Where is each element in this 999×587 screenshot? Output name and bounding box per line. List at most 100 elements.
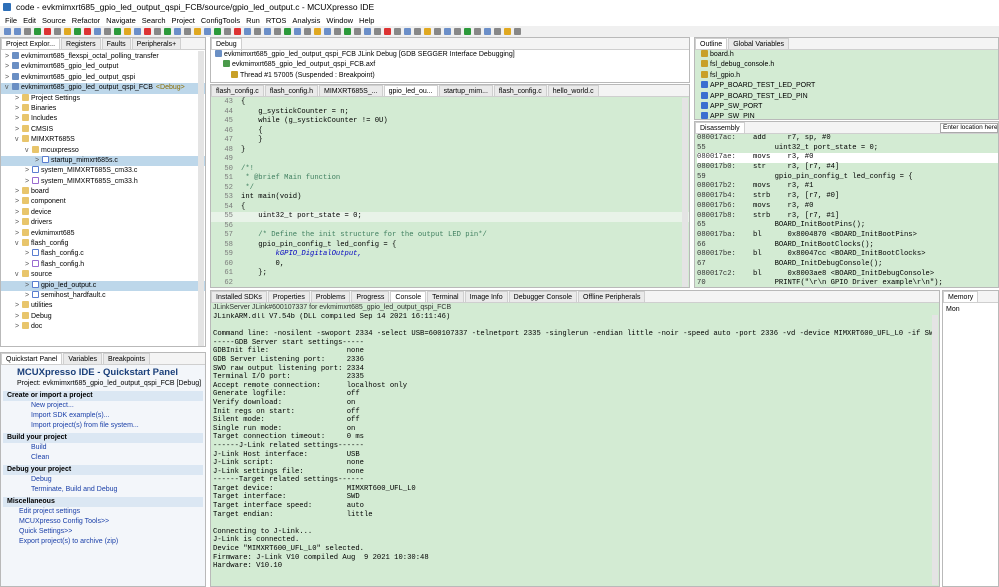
expand-arrow-icon[interactable]: > xyxy=(25,281,30,289)
tree-item[interactable]: >evkmimxrt685 xyxy=(1,228,205,239)
toolbar-action-icon[interactable] xyxy=(234,28,241,35)
quickstart-link[interactable]: Clean xyxy=(31,454,50,461)
menu-search[interactable]: Search xyxy=(141,15,166,25)
tab-disassembly[interactable]: Disassembly xyxy=(695,122,745,133)
tab-outline-1[interactable]: Global Variables xyxy=(728,38,790,49)
tree-item[interactable]: >Debug xyxy=(1,311,205,322)
toolbar-action-icon[interactable] xyxy=(184,28,191,35)
toolbar-action-icon[interactable] xyxy=(274,28,281,35)
toolbar-action-icon[interactable] xyxy=(144,28,151,35)
tree-item[interactable]: >flash_config.c xyxy=(1,249,205,259)
expand-arrow-icon[interactable]: > xyxy=(15,125,20,133)
toolbar-action-icon[interactable] xyxy=(324,28,331,35)
tree-item[interactable]: >startup_mimxrt685s.c xyxy=(1,155,205,167)
toolbar-action-icon[interactable] xyxy=(294,28,301,35)
menu-edit[interactable]: Edit xyxy=(23,15,37,25)
toolbar-action-icon[interactable] xyxy=(4,28,11,35)
menu-analysis[interactable]: Analysis xyxy=(292,15,321,25)
menu-rtos[interactable]: RTOS xyxy=(265,15,287,25)
tree-scrollbar[interactable] xyxy=(198,51,204,346)
tab-editor-0[interactable]: flash_config.c xyxy=(211,85,264,96)
quickstart-link[interactable]: Import project(s) from file system... xyxy=(31,422,139,429)
tree-item[interactable]: >Includes xyxy=(1,114,205,124)
expand-arrow-icon[interactable]: > xyxy=(15,229,20,237)
tab-console-6[interactable]: Image Info xyxy=(464,291,508,302)
tab-quickstart-2[interactable]: Breakpoints xyxy=(103,353,150,364)
expand-arrow-icon[interactable]: > xyxy=(15,302,20,310)
toolbar-action-icon[interactable] xyxy=(284,28,291,35)
debug-tree-item[interactable]: evkmimxrt685_gpio_led_output_qspi_FCB JL… xyxy=(215,50,689,60)
tab-console-2[interactable]: Problems xyxy=(310,291,351,302)
expand-arrow-icon[interactable]: > xyxy=(15,104,20,112)
toolbar-action-icon[interactable] xyxy=(404,28,411,35)
expand-arrow-icon[interactable]: > xyxy=(5,63,10,71)
tab-console-7[interactable]: Debugger Console xyxy=(508,291,578,302)
collapse-arrow-icon[interactable]: v xyxy=(15,136,19,144)
tree-item[interactable]: >system_MIMXRT685S_cm33.c xyxy=(1,166,205,176)
toolbar-action-icon[interactable] xyxy=(54,28,61,35)
quickstart-link[interactable]: Build xyxy=(31,444,47,451)
outline-item[interactable]: APP_SW_PIN xyxy=(701,112,998,119)
outline-item[interactable]: fsl_debug_console.h xyxy=(701,60,998,70)
outline-item[interactable]: APP_BOARD_TEST_LED_PORT xyxy=(701,81,998,91)
tree-item[interactable]: >Project Settings xyxy=(1,93,205,104)
quickstart-link[interactable]: MCUXpresso Config Tools>> xyxy=(19,518,110,525)
tab-console-3[interactable]: Progress xyxy=(351,291,390,302)
menu-navigate[interactable]: Navigate xyxy=(106,15,136,25)
toolbar-action-icon[interactable] xyxy=(174,28,181,35)
tab-left-1[interactable]: Registers xyxy=(61,38,101,49)
toolbar-action-icon[interactable] xyxy=(34,28,41,35)
expand-arrow-icon[interactable]: > xyxy=(15,219,20,227)
toolbar-action-icon[interactable] xyxy=(364,28,371,35)
disassembly-location-input[interactable]: Enter location here xyxy=(940,123,998,133)
toolbar-action-icon[interactable] xyxy=(84,28,91,35)
toolbar-action-icon[interactable] xyxy=(164,28,171,35)
tree-item[interactable]: >component xyxy=(1,197,205,207)
toolbar-action-icon[interactable] xyxy=(394,28,401,35)
toolbar-action-icon[interactable] xyxy=(434,28,441,35)
debug-tree-item[interactable]: evkmimxrt685_gpio_led_output_qspi_FCB.ax… xyxy=(215,60,689,70)
expand-arrow-icon[interactable]: > xyxy=(15,198,20,206)
expand-arrow-icon[interactable]: > xyxy=(5,73,10,81)
outline-item[interactable]: APP_SW_PORT xyxy=(701,101,998,112)
toolbar-action-icon[interactable] xyxy=(224,28,231,35)
collapse-arrow-icon[interactable]: v xyxy=(15,271,19,279)
tab-editor-5[interactable]: flash_config.c xyxy=(493,85,547,96)
editor-scrollbar[interactable] xyxy=(682,98,688,287)
toolbar-action-icon[interactable] xyxy=(214,28,221,35)
toolbar-action-icon[interactable] xyxy=(464,28,471,35)
tree-item[interactable]: >utilities xyxy=(1,301,205,311)
tab-debug[interactable]: Debug xyxy=(211,38,242,49)
outline-item[interactable]: APP_BOARD_TEST_LED_PIN xyxy=(701,91,998,102)
quickstart-link[interactable]: New project... xyxy=(31,402,74,409)
tree-item[interactable]: >evkmimxrt685_flexspi_octal_polling_tran… xyxy=(1,52,205,62)
tab-console-1[interactable]: Properties xyxy=(267,291,310,302)
menu-window[interactable]: Window xyxy=(326,15,354,25)
tree-item[interactable]: >evkmimxrt685_gpio_led_output xyxy=(1,62,205,72)
quickstart-link[interactable]: Debug xyxy=(31,476,52,483)
tree-item[interactable]: >Binaries xyxy=(1,103,205,114)
quickstart-link[interactable]: Terminate, Build and Debug xyxy=(31,486,118,493)
toolbar-action-icon[interactable] xyxy=(314,28,321,35)
toolbar-action-icon[interactable] xyxy=(504,28,511,35)
toolbar-action-icon[interactable] xyxy=(334,28,341,35)
tab-editor-6[interactable]: hello_world.c xyxy=(547,85,599,96)
menu-help[interactable]: Help xyxy=(359,15,375,25)
toolbar-action-icon[interactable] xyxy=(454,28,461,35)
expand-arrow-icon[interactable]: > xyxy=(15,323,20,331)
console-scrollbar[interactable] xyxy=(932,315,938,585)
expand-arrow-icon[interactable]: > xyxy=(25,250,30,258)
toolbar-action-icon[interactable] xyxy=(14,28,21,35)
tree-item[interactable]: >board xyxy=(1,187,205,197)
tree-item[interactable]: >flash_config.h xyxy=(1,259,205,270)
tree-item[interactable]: >evkmimxrt685_gpio_led_output_qspi xyxy=(1,72,205,83)
toolbar-action-icon[interactable] xyxy=(94,28,101,35)
tab-editor-1[interactable]: flash_config.h xyxy=(264,85,319,96)
menu-refactor[interactable]: Refactor xyxy=(71,15,101,25)
collapse-arrow-icon[interactable]: v xyxy=(5,84,9,92)
expand-arrow-icon[interactable]: > xyxy=(15,115,20,123)
toolbar-action-icon[interactable] xyxy=(354,28,361,35)
